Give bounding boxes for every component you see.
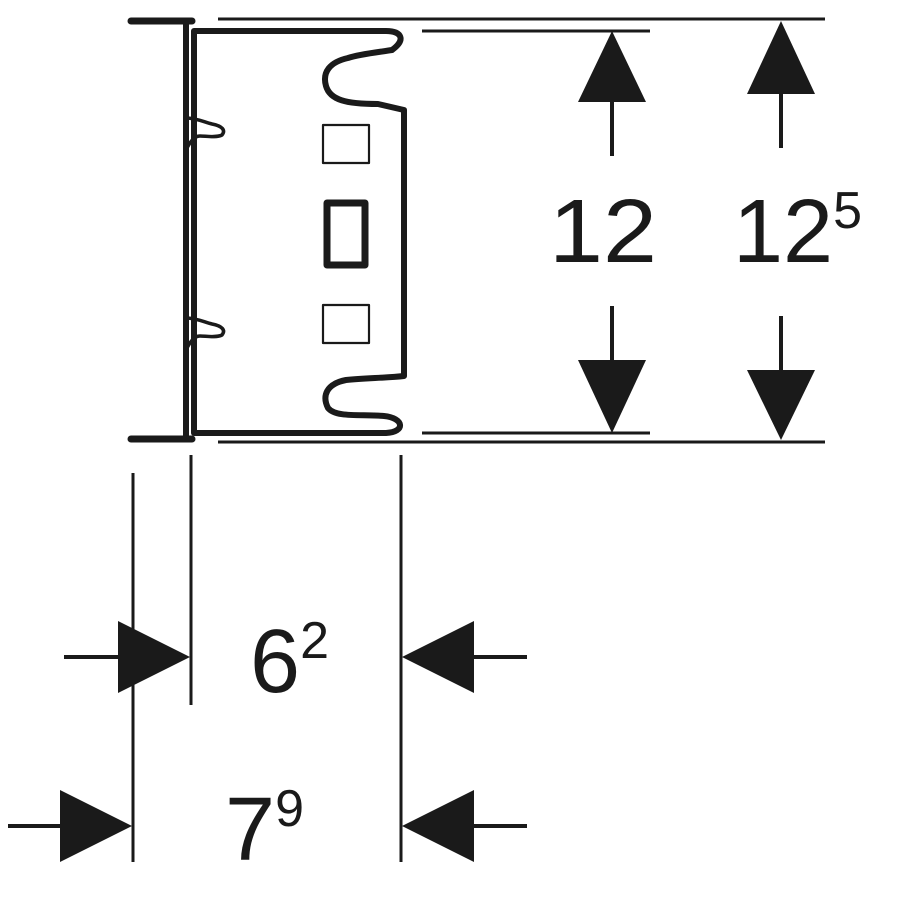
dimension-superscript: 9 [275, 780, 304, 838]
arrow-left-icon [402, 621, 474, 693]
dimension-value: 12 [549, 182, 657, 282]
arrow-down-icon [747, 370, 815, 440]
dimension-superscript: 2 [300, 612, 329, 670]
profile-section [127, 17, 407, 443]
arrow-up-icon [747, 21, 815, 94]
c-profile-outline [191, 28, 407, 436]
dimension-label-12-5: 125 [733, 182, 862, 282]
dimension-value: 7 [225, 780, 275, 880]
arrow-right-icon [60, 790, 132, 862]
window-middle [323, 199, 369, 269]
arrow-right-icon [118, 621, 190, 693]
vertical-dimension-lines [218, 17, 825, 444]
arrow-left-icon [402, 790, 474, 862]
dimension-label-6-2: 62 [250, 612, 329, 712]
arrow-up-icon [578, 31, 646, 102]
window-bottom [321, 303, 371, 345]
window-top [321, 123, 371, 165]
horizontal-arrowheads [60, 621, 474, 862]
vertical-arrowheads [578, 21, 815, 440]
dimension-label-12: 12 [549, 182, 657, 282]
dimension-label-7-9: 79 [225, 780, 304, 880]
dimension-superscript: 5 [833, 182, 862, 240]
dimension-value: 12 [733, 182, 833, 282]
arrow-down-icon [578, 360, 646, 433]
dimension-value: 6 [250, 612, 300, 712]
